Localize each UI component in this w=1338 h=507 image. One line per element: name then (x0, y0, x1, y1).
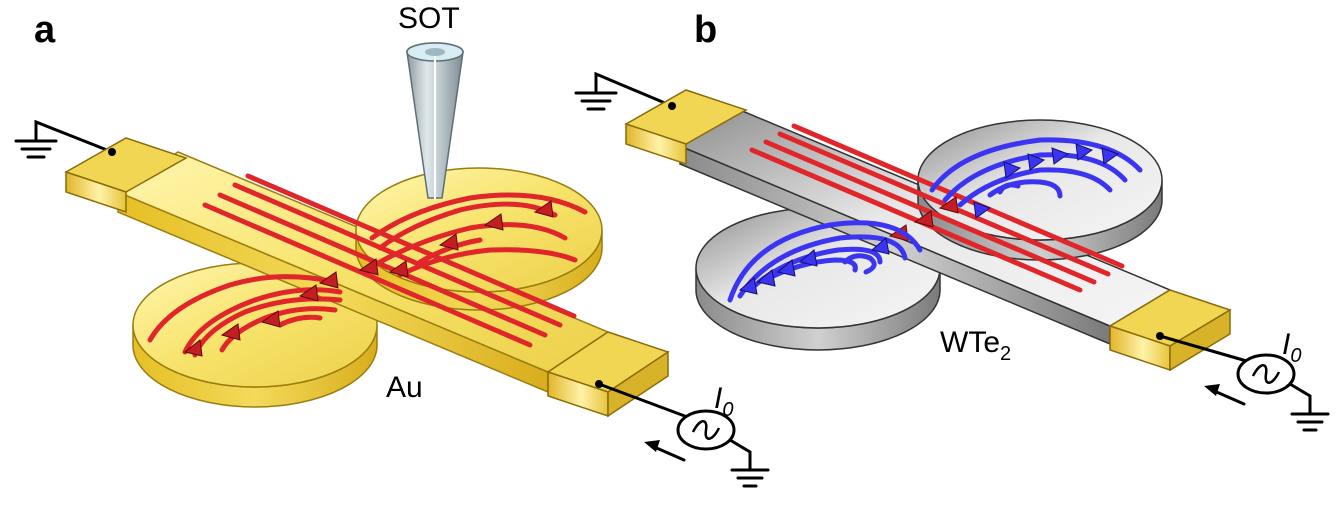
au-arrowheads (183, 200, 554, 357)
current-subscript-b: 0 (1290, 345, 1301, 367)
current-symbol-b: I (1282, 328, 1290, 361)
wte2-label-sub: 2 (1000, 343, 1011, 365)
current-label-b: I0 (1282, 328, 1301, 367)
ground-symbol-b-top (574, 71, 674, 111)
current-source-a (597, 382, 770, 488)
au-current-lines (147, 173, 588, 358)
panel-a-letter: a (34, 9, 56, 51)
wte2-red-current-lines (749, 123, 1125, 293)
wte2-blue-upper-arrowheads (973, 143, 1120, 219)
au-left-pad (64, 137, 188, 214)
wte2-left-pad (624, 89, 748, 166)
wte2-blue-lower-arrowheads (738, 237, 890, 295)
ground-symbol-a-top (14, 119, 114, 159)
current-symbol-a: I (714, 382, 722, 415)
current-source-b (1158, 334, 1330, 432)
sot-label: SOT (398, 2, 460, 35)
sot-tip (406, 42, 464, 200)
wte2-label-main: WTe (940, 326, 1000, 359)
wte2-label: WTe2 (940, 326, 1011, 365)
svg-text:WTe2: WTe2 (940, 326, 1011, 365)
au-right-pad (546, 331, 670, 418)
current-subscript-a: 0 (722, 399, 733, 421)
panel-b: b (574, 9, 1330, 432)
au-label: Au (386, 371, 423, 404)
panel-a: a (14, 2, 770, 488)
panel-b-letter: b (694, 9, 717, 51)
svg-text:I0: I0 (1282, 328, 1301, 367)
svg-text:I0: I0 (714, 382, 733, 421)
current-label-a: I0 (714, 382, 733, 421)
